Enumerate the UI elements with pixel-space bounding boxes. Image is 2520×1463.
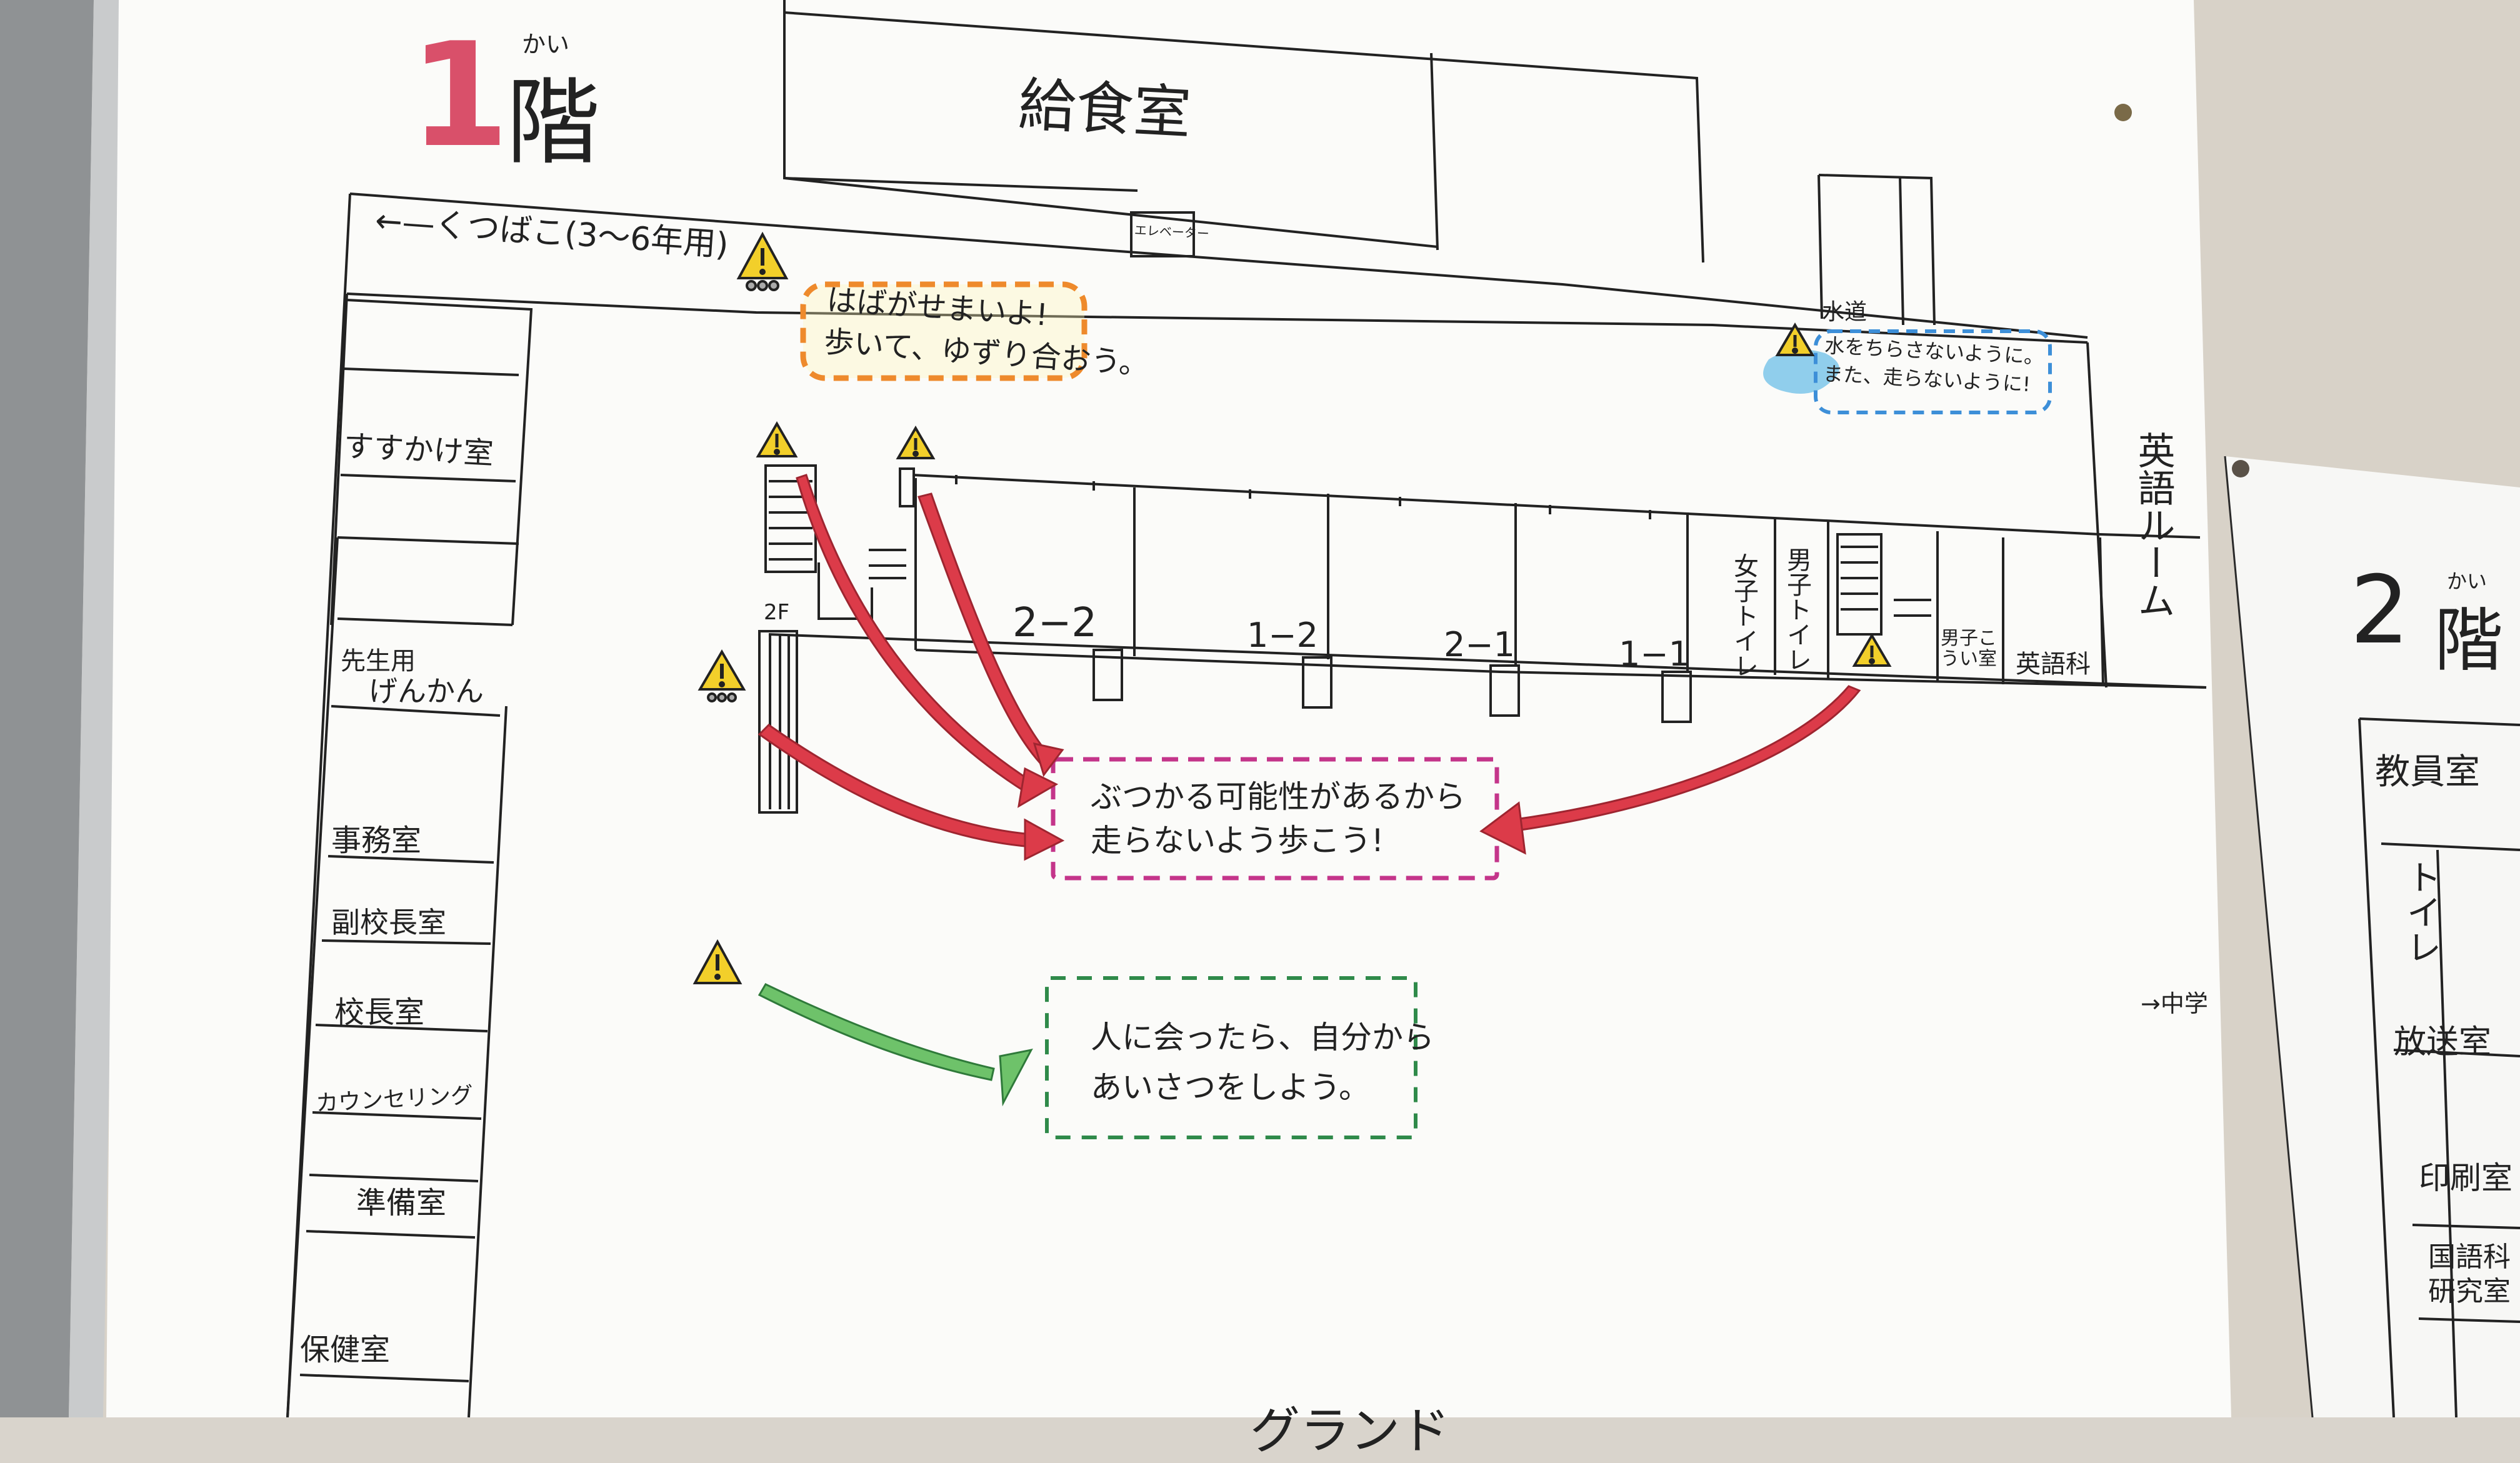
second-paper — [2225, 456, 2520, 1417]
map-drawing — [0, 0, 2520, 1417]
greet-note-line1: 人に会ったら、自分から — [1091, 1019, 1434, 1056]
greet-note-line2: あいさつをしよう。 — [1091, 1069, 1370, 1106]
water-note: 水をちらさないように。 また、走らないように! — [1822, 332, 2045, 399]
collision-note-line1: ぶつかる可能性があるから — [1091, 779, 1466, 815]
room-jimu: 事務室 — [331, 823, 422, 858]
floor1-ruby: かい — [522, 31, 570, 58]
stairs-2f: 2F — [764, 600, 790, 625]
room-english: 英語ルーム — [2131, 431, 2175, 619]
class-2-2: 2−2 — [1012, 600, 1098, 646]
room-girls-toilet: 女子トイレ — [1729, 553, 1758, 678]
floor1-kanji: 階 — [506, 69, 601, 177]
pin — [2232, 460, 2249, 477]
collision-note: ぶつかる可能性があるから 走らないよう歩こう! — [1091, 775, 1466, 862]
room-hoken: 保健室 — [300, 1332, 391, 1367]
room-eigoka: 英語科 — [2016, 650, 2091, 679]
water-note-box — [1814, 329, 2052, 414]
room-boys-changing: 男子こうい室 — [1941, 627, 1997, 670]
room-junbi: 準備室 — [356, 1186, 447, 1221]
room-toilet-2f: トイレ — [2401, 859, 2441, 964]
warning-signs — [692, 231, 1892, 984]
collision-note-line2: 走らないよう歩こう! — [1091, 822, 1384, 859]
floor2-kanji: 階 — [2434, 601, 2503, 681]
room-insatsu: 印刷室 — [2419, 1160, 2512, 1196]
room-kocho: 校長室 — [334, 995, 425, 1030]
floor2-ruby: かい — [2447, 569, 2488, 593]
room-kyushoku: 給食室 — [1016, 71, 1193, 147]
room-elevator: エレベーター — [1134, 222, 1210, 242]
room-susukake: すすかけ室 — [342, 428, 495, 472]
room-boys-toilet: 男子トイレ — [1782, 547, 1811, 672]
board-frame — [0, 0, 94, 1417]
room-sensei-genkan-2: げんかん — [369, 674, 484, 708]
red-arrows — [758, 474, 1861, 861]
narrow-note-box — [800, 281, 1088, 381]
room-sensei-genkan-1: 先生用 — [341, 647, 416, 676]
floor2-number: 2 — [2350, 556, 2410, 665]
class-2-1: 2−1 — [1444, 625, 1515, 664]
main-paper — [106, 0, 2231, 1417]
to-chugaku: →中学 — [2141, 990, 2208, 1017]
class-1-2: 1−2 — [1247, 616, 1318, 655]
room-suisudo: 水道 — [1822, 299, 1868, 325]
room-ground: グランド — [1250, 1402, 1450, 1460]
floor1-number: 1 — [409, 12, 510, 179]
room-kokugo-1: 国語科 — [2428, 1241, 2511, 1273]
greet-note: 人に会ったら、自分から あいさつをしよう。 — [1091, 1012, 1434, 1112]
room-kokugo-2: 研究室 — [2428, 1276, 2511, 1307]
green-arrow — [758, 983, 1033, 1107]
pin — [2114, 104, 2132, 121]
collision-note-box — [1051, 757, 1499, 881]
class-1-1: 1−1 — [1619, 634, 1690, 674]
water-splash — [1763, 349, 1839, 394]
room-fukukocho: 副校長室 — [331, 906, 446, 939]
room-kyoin: 教員室 — [2375, 752, 2480, 792]
room-hoso: 放送室 — [2394, 1024, 2492, 1061]
